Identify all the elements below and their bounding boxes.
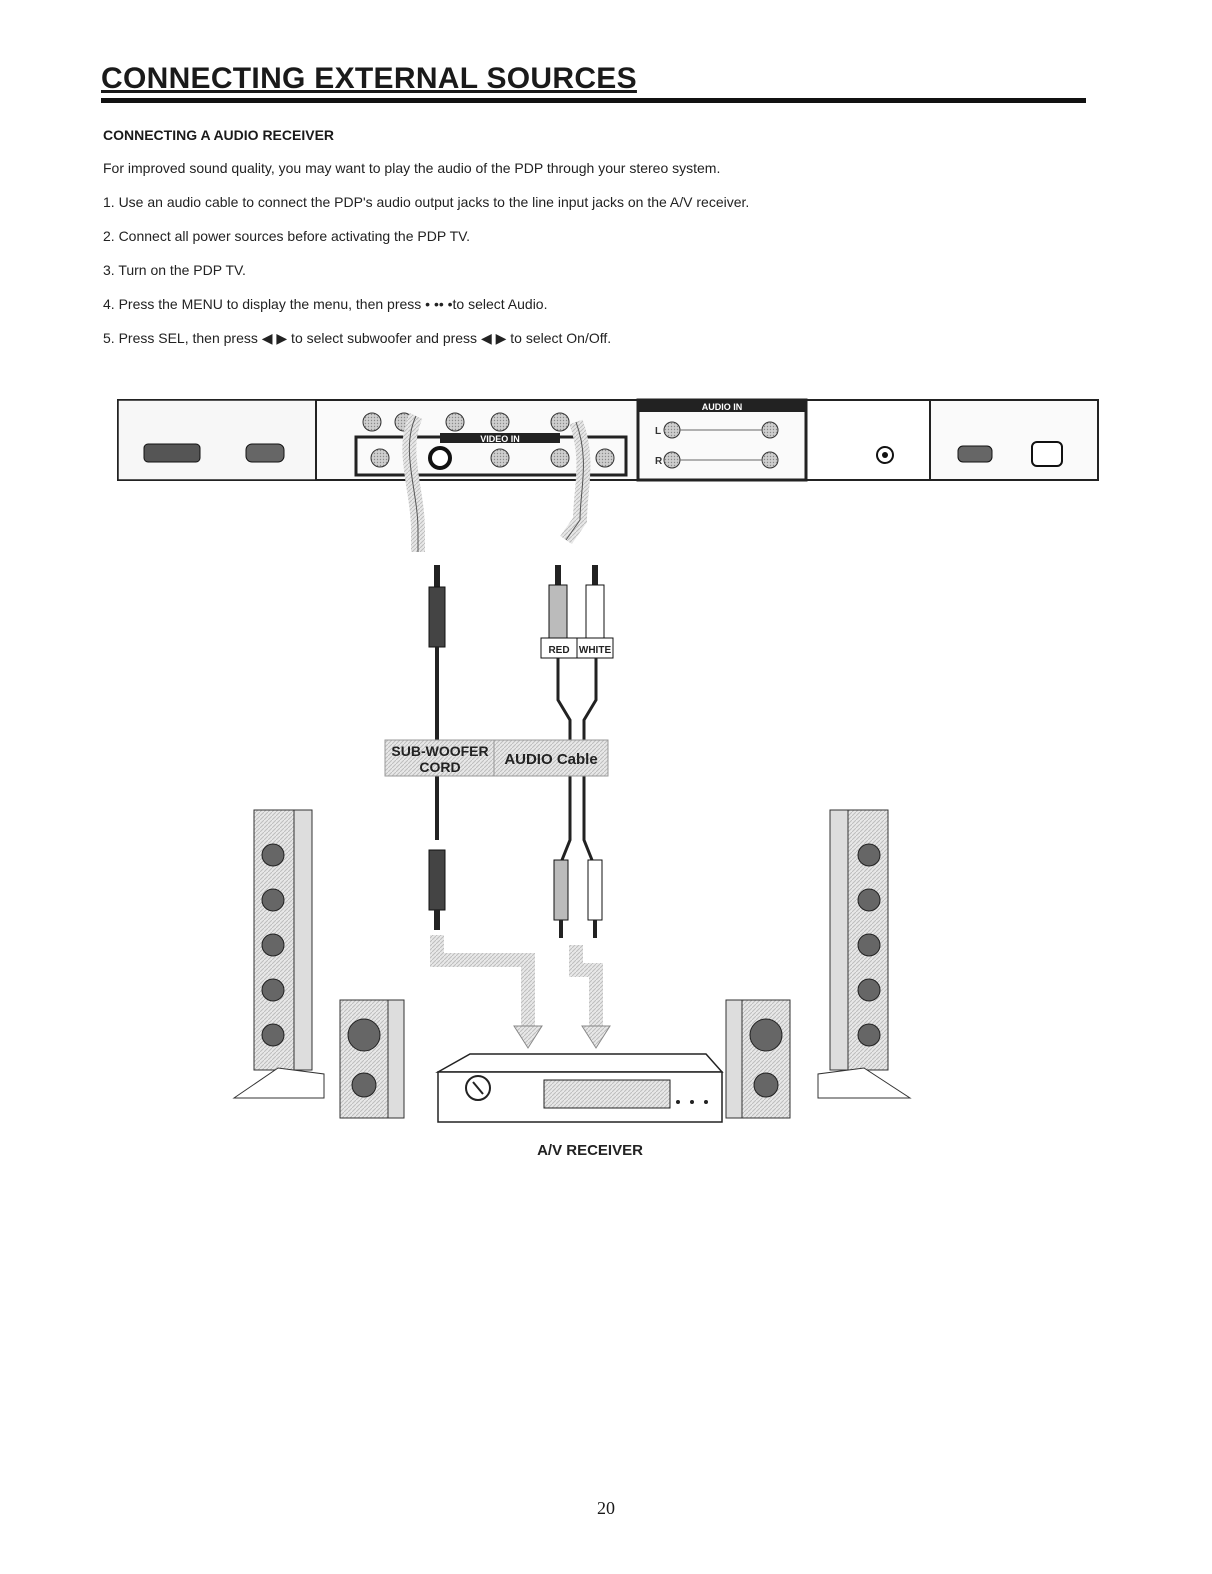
video-in-label: VIDEO IN [480, 434, 520, 444]
step-2: 2. Connect all power sources before acti… [103, 228, 471, 244]
audio-cable: RED WHITE [540, 565, 614, 938]
step-4: 4. Press the MENU to display the menu, t… [103, 296, 548, 312]
av-receiver [435, 1053, 724, 1123]
subwoofer-callout-line1: SUB-WOOFER [391, 743, 488, 759]
audio-cable-callout-label: AUDIO Cable [504, 751, 597, 768]
audio-in-label: AUDIO IN [702, 402, 743, 412]
right-bookshelf-speaker [725, 999, 791, 1119]
page-number: 20 [597, 1498, 615, 1518]
step-5: 5. Press SEL, then press ◀ ▶ to select s… [103, 330, 612, 346]
section-title: CONNECTING A AUDIO RECEIVER [103, 127, 335, 143]
connection-diagram: VIDEO IN AUDIO IN L R [117, 398, 1099, 1159]
step-1: 1. Use an audio cable to connect the PDP… [103, 194, 750, 210]
right-channel-label: R [655, 456, 663, 467]
title-rule [101, 98, 1086, 103]
left-tower-speaker [232, 809, 325, 1099]
right-tower-speaker [817, 809, 912, 1099]
tv-rear-panel: VIDEO IN AUDIO IN L R [117, 398, 1099, 482]
panel-cables [402, 413, 591, 552]
page-title: CONNECTING EXTERNAL SOURCES [101, 62, 637, 95]
left-bookshelf-speaker [339, 999, 405, 1119]
audio-cable-callout: AUDIO Cable [493, 739, 609, 777]
intro-paragraph: For improved sound quality, you may want… [103, 160, 721, 176]
red-plug-label: RED [548, 645, 569, 656]
subwoofer-callout-line2: CORD [419, 759, 460, 775]
subwoofer-callout: SUB-WOOFER CORD [384, 739, 496, 777]
arrows-to-receiver [430, 935, 611, 1049]
receiver-label: A/V RECEIVER [537, 1142, 643, 1159]
step-3: 3. Turn on the PDP TV. [103, 262, 246, 278]
white-plug-label: WHITE [579, 645, 612, 656]
left-channel-label: L [655, 426, 661, 437]
